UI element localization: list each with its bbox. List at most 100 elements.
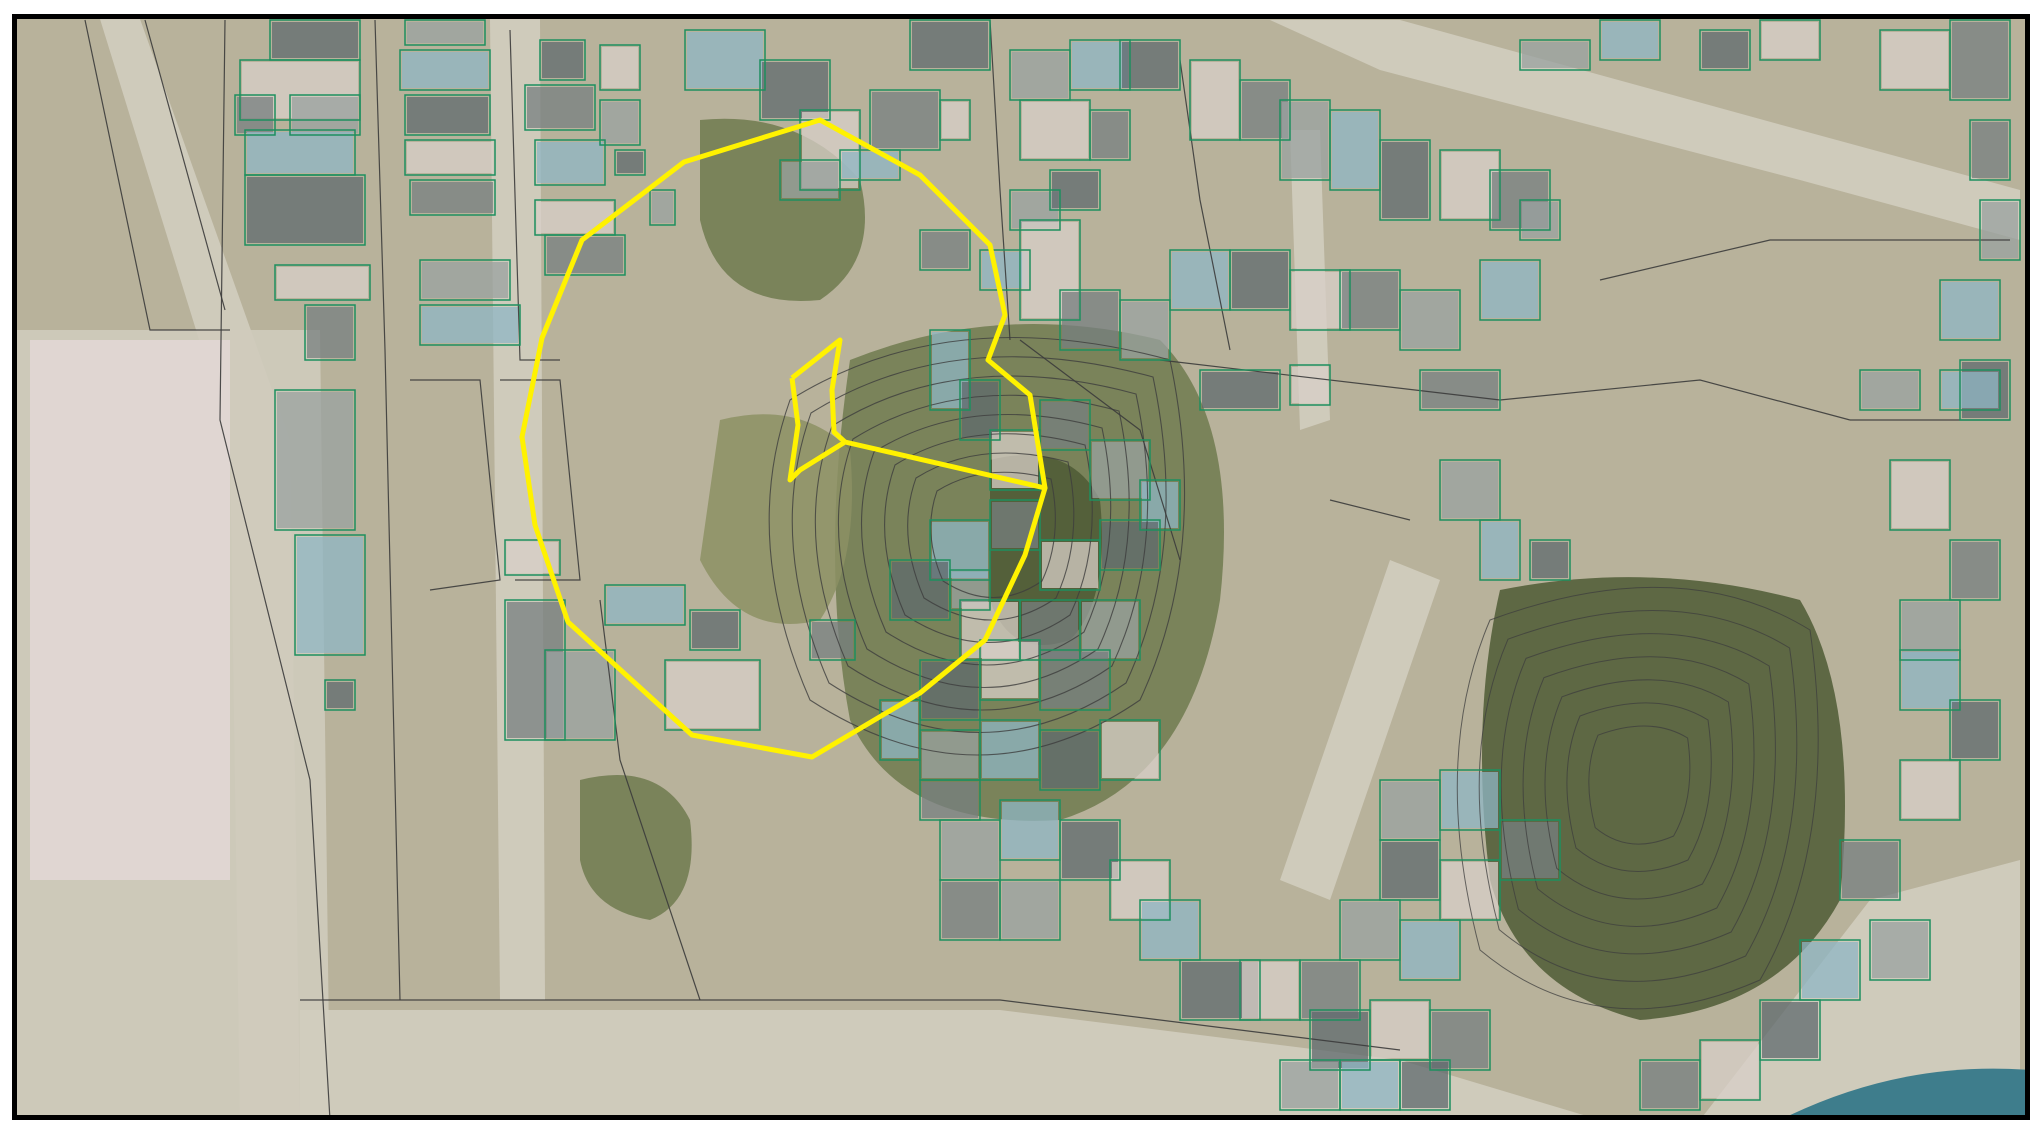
building-footprint[interactable] [504, 599, 566, 741]
building-footprint[interactable] [664, 659, 761, 731]
building-footprint[interactable] [244, 174, 366, 246]
building-footprint[interactable] [274, 389, 356, 531]
building-footprint[interactable] [1289, 364, 1331, 406]
building-footprint[interactable] [1759, 999, 1821, 1061]
building-footprint[interactable] [1799, 939, 1861, 1001]
building-footprint[interactable] [649, 189, 676, 226]
building-footprint[interactable] [929, 519, 991, 581]
building-footprint[interactable] [1479, 519, 1521, 581]
building-footprint[interactable] [1039, 399, 1091, 451]
building-footprint[interactable] [404, 94, 491, 136]
building-footprint[interactable] [599, 44, 641, 91]
building-footprint[interactable] [1049, 169, 1101, 211]
building-footprint[interactable] [1639, 1059, 1701, 1111]
building-footprint[interactable] [1139, 899, 1201, 961]
building-footprint[interactable] [1939, 369, 2001, 411]
building-footprint[interactable] [1519, 39, 1591, 71]
building-footprint[interactable] [1399, 919, 1461, 981]
building-footprint[interactable] [234, 94, 276, 136]
building-footprint[interactable] [1119, 39, 1181, 91]
building-footprint[interactable] [1059, 819, 1121, 881]
building-footprint[interactable] [1439, 459, 1501, 521]
building-footprint[interactable] [1949, 699, 2001, 761]
building-footprint[interactable] [1479, 259, 1541, 321]
building-footprint[interactable] [524, 84, 596, 131]
building-footprint[interactable] [534, 139, 606, 186]
building-footprint[interactable] [809, 619, 856, 661]
building-footprint[interactable] [1439, 859, 1501, 921]
building-footprint[interactable] [689, 609, 741, 651]
building-footprint[interactable] [1019, 219, 1081, 321]
building-footprint[interactable] [979, 249, 1031, 291]
building-footprint[interactable] [1969, 119, 2011, 181]
building-footprint[interactable] [1099, 719, 1161, 781]
building-footprint[interactable] [504, 539, 561, 576]
building-footprint[interactable] [919, 229, 971, 271]
building-footprint[interactable] [1399, 1059, 1451, 1111]
building-footprint[interactable] [1429, 1009, 1491, 1071]
building-footprint[interactable] [614, 149, 646, 176]
building-footprint[interactable] [959, 379, 1001, 441]
building-footprint[interactable] [1599, 19, 1661, 61]
survey-boundary-layer[interactable] [519, 117, 1048, 760]
survey-boundary-inner[interactable] [787, 337, 1048, 491]
building-footprint[interactable] [1119, 299, 1171, 361]
building-footprint[interactable] [1949, 539, 2001, 601]
building-footprint[interactable] [399, 49, 491, 91]
building-footprint[interactable] [1899, 649, 1961, 711]
aerial-map[interactable] [17, 19, 2025, 1115]
building-footprint[interactable] [1399, 289, 1461, 351]
building-footprint[interactable] [1379, 139, 1431, 221]
building-footprint[interactable] [1699, 29, 1751, 71]
building-footprint[interactable] [419, 259, 511, 301]
building-footprint[interactable] [1089, 109, 1131, 161]
building-footprint[interactable] [239, 59, 361, 121]
building-footprint[interactable] [1439, 769, 1501, 831]
building-footprint[interactable] [304, 304, 356, 361]
building-footprint[interactable] [1289, 269, 1351, 331]
building-footprint[interactable] [929, 329, 971, 411]
building-footprint[interactable] [1949, 19, 2011, 101]
building-footprint[interactable] [544, 649, 616, 741]
building-footprint[interactable] [939, 99, 971, 141]
building-footprint[interactable] [1839, 839, 1901, 901]
building-footprint[interactable] [999, 879, 1061, 941]
building-footprint[interactable] [1439, 149, 1501, 221]
building-footprint[interactable] [1519, 199, 1561, 241]
building-footprint[interactable] [1089, 439, 1151, 501]
building-footprint[interactable] [1859, 369, 1921, 411]
building-footprint[interactable] [1299, 959, 1361, 1021]
building-footprints-layer[interactable] [234, 19, 2021, 1111]
building-footprint[interactable] [1979, 199, 2021, 261]
building-footprint[interactable] [1899, 599, 1961, 661]
building-footprint[interactable] [604, 584, 686, 626]
building-footprint[interactable] [1499, 819, 1561, 881]
building-footprint[interactable] [909, 19, 991, 71]
survey-boundary-outer[interactable] [519, 117, 1048, 760]
building-footprint[interactable] [1869, 919, 1931, 981]
building-footprint[interactable] [1529, 539, 1571, 581]
building-footprint[interactable] [1939, 279, 2001, 341]
building-footprint[interactable] [1039, 539, 1101, 591]
building-footprint[interactable] [289, 94, 361, 136]
building-footprint[interactable] [599, 99, 641, 146]
building-footprint[interactable] [1959, 359, 2011, 421]
building-footprint[interactable] [539, 39, 586, 81]
building-footprint[interactable] [1239, 79, 1291, 141]
building-footprint[interactable] [294, 534, 366, 656]
building-footprint[interactable] [759, 59, 831, 121]
building-footprint[interactable] [324, 679, 356, 711]
building-footprint[interactable] [1179, 959, 1261, 1021]
building-footprint[interactable] [404, 19, 486, 46]
building-footprint[interactable] [1069, 39, 1131, 91]
building-footprint[interactable] [1759, 19, 1821, 61]
building-footprint[interactable] [404, 139, 496, 176]
building-footprint[interactable] [419, 304, 521, 346]
building-footprint[interactable] [1899, 759, 1961, 821]
building-footprint[interactable] [1039, 649, 1111, 711]
building-footprint[interactable] [1419, 369, 1501, 411]
building-footprint[interactable] [1199, 369, 1281, 411]
building-footprint[interactable] [1889, 459, 1951, 531]
building-footprint[interactable] [409, 179, 496, 216]
building-footprint[interactable] [274, 264, 371, 301]
